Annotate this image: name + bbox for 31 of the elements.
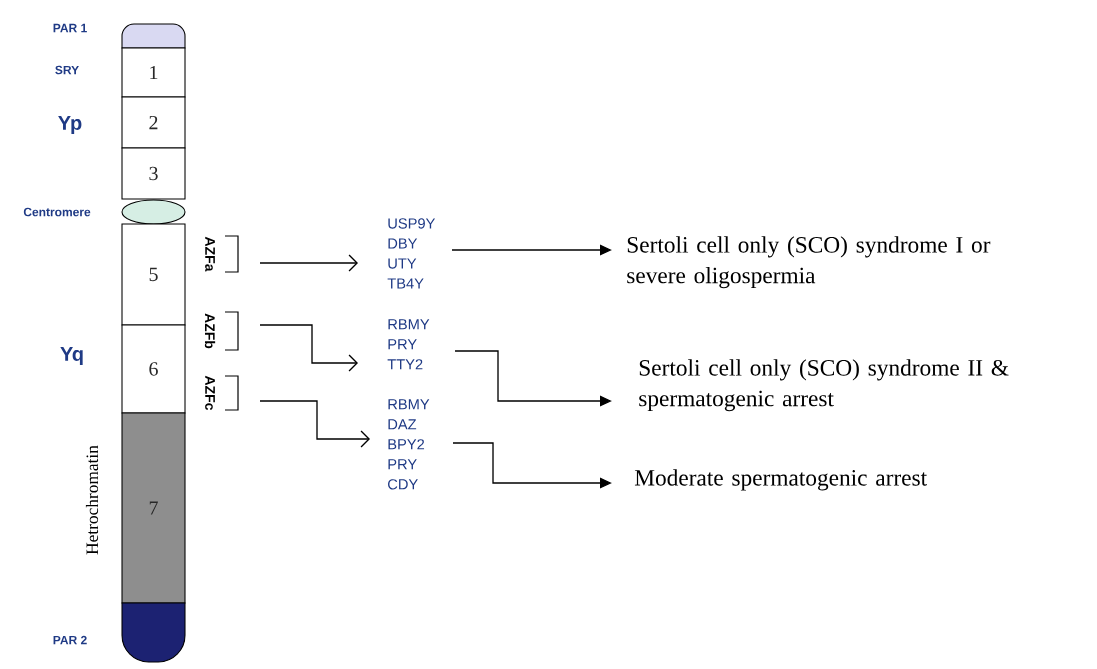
arm-label: Yq bbox=[60, 347, 83, 365]
region-label: AZFa bbox=[205, 236, 215, 272]
arrow bbox=[259, 400, 370, 448]
region-label: AZFb bbox=[204, 313, 216, 349]
arm-label: Yp bbox=[58, 116, 82, 134]
gene-list: RBMY DAZ BPY2 PRY CDY bbox=[388, 399, 430, 490]
chromosome-cap bbox=[121, 602, 186, 663]
gene-list: USP9Y DBY UTY TB4Y bbox=[387, 218, 436, 289]
region-label: AZFc bbox=[205, 375, 215, 411]
chromosome-label: Centromere bbox=[23, 207, 91, 217]
arrow bbox=[454, 350, 612, 407]
outcome-text: Sertoli cell only (SCO) syndrome I or severe oligospermia bbox=[627, 236, 991, 289]
chromosome-band: 1 bbox=[121, 47, 186, 98]
chromosome-label: PAR 2 bbox=[53, 635, 87, 645]
chromosome-band: 5 bbox=[121, 223, 186, 326]
arrow bbox=[452, 442, 612, 489]
chromosome-label: SRY bbox=[55, 65, 79, 75]
chromosome-band: 6 bbox=[121, 324, 186, 414]
arrow bbox=[259, 324, 358, 372]
chromosome-label: PAR 1 bbox=[53, 23, 87, 33]
chromosome-cap bbox=[121, 23, 186, 49]
centromere-ellipse bbox=[121, 199, 186, 225]
arrow bbox=[259, 254, 358, 272]
outcome-text: Sertoli cell only (SCO) syndrome II & spermatogenic arrest bbox=[639, 359, 1009, 412]
chromosome-band: 3 bbox=[121, 147, 186, 200]
gene-list: RBMY PRY TTY2 bbox=[387, 319, 430, 370]
chromosome-band: 7 bbox=[121, 412, 186, 604]
region-label: Hetrochromatin bbox=[85, 445, 99, 555]
arrow bbox=[451, 244, 612, 256]
outcome-text: Moderate spermatogenic arrest bbox=[634, 469, 927, 491]
chromosome-band: 2 bbox=[121, 96, 186, 149]
